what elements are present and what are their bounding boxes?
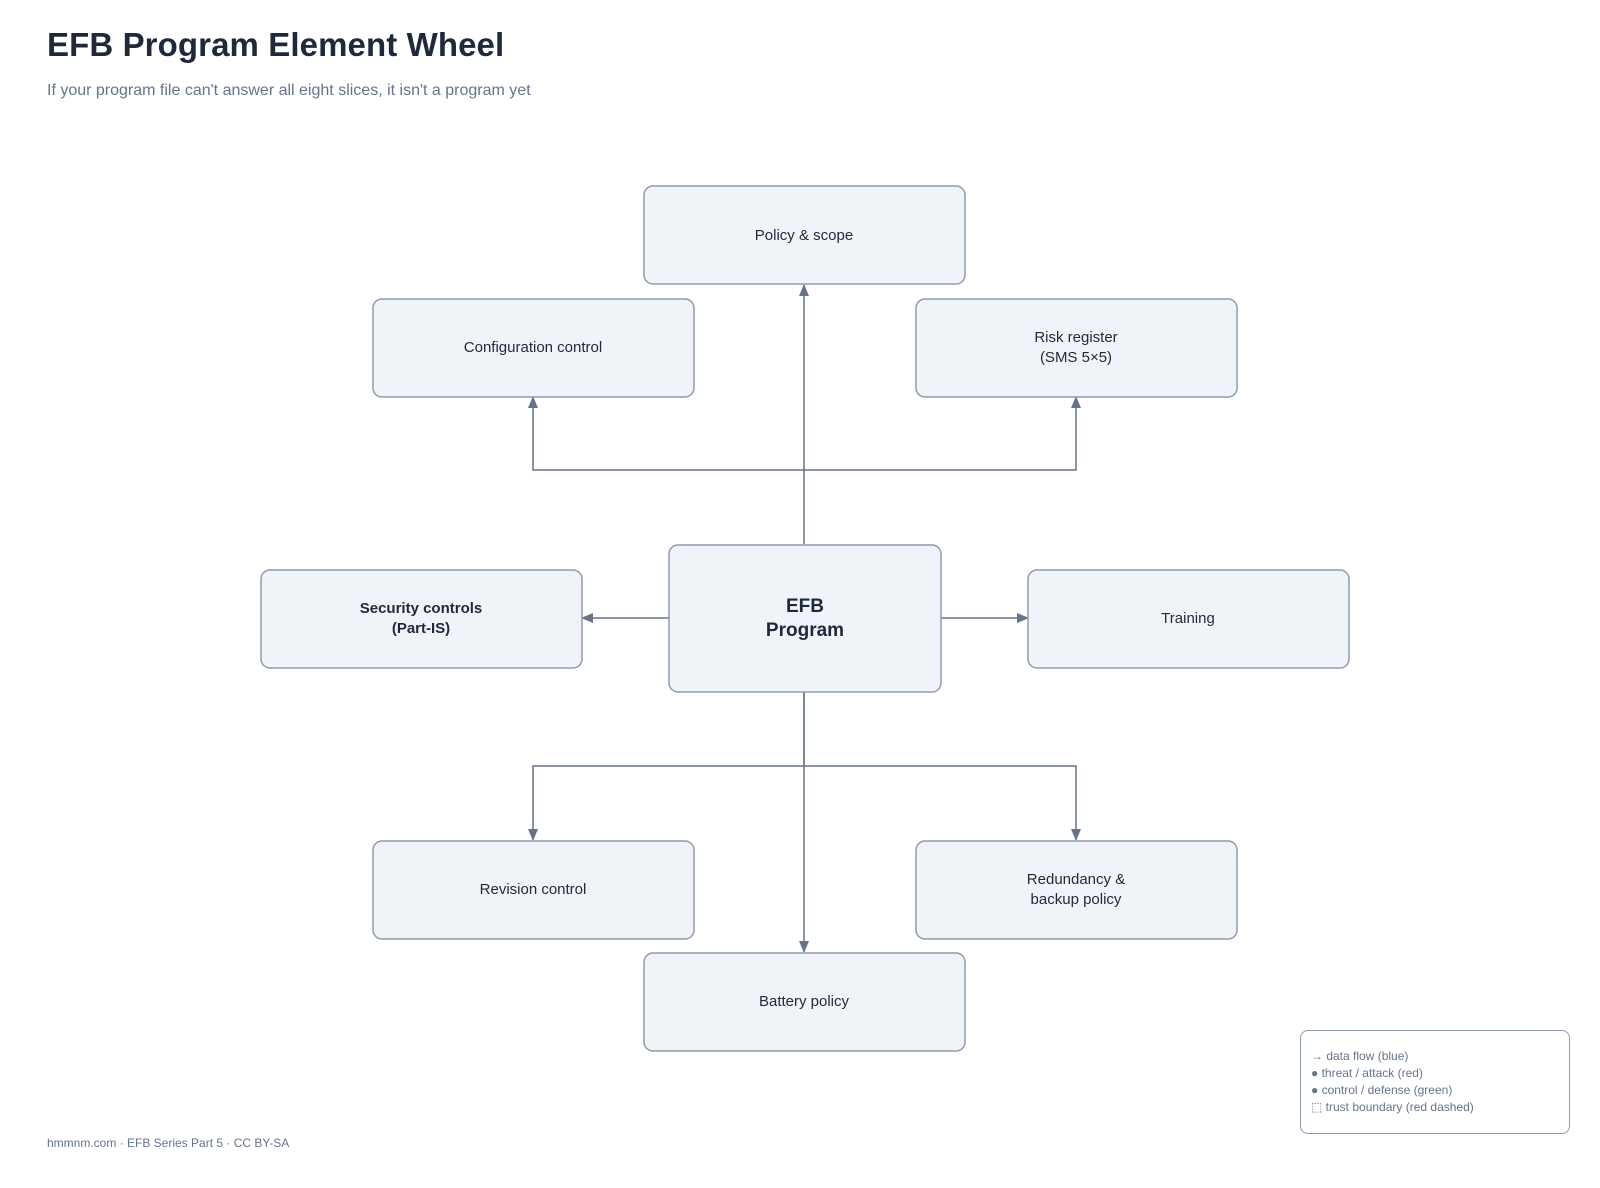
node-policy-scope-label: Policy & scope — [755, 227, 853, 244]
page-subtitle: If your program file can't answer all ei… — [47, 82, 531, 99]
node-security-controls: Security controls (Part-IS) — [260, 569, 583, 669]
node-revision-control: Revision control — [372, 840, 695, 940]
node-risk-register-label: Risk register — [1034, 329, 1117, 346]
node-security-controls-sublabel: (Part-IS) — [392, 620, 450, 637]
node-efb-program-label: EFB — [786, 596, 824, 617]
node-training-label: Training — [1161, 610, 1215, 627]
edges — [528, 284, 1081, 953]
legend-item-trust-boundary: ⬚ trust boundary (red dashed) — [1311, 1100, 1474, 1114]
node-risk-register: Risk register (SMS 5×5) — [915, 298, 1238, 398]
node-redundancy-backup-sublabel: backup policy — [1031, 891, 1122, 908]
edge-to-risk — [804, 396, 1081, 471]
node-risk-register-sublabel: (SMS 5×5) — [1040, 349, 1112, 366]
edge-to-revision — [528, 692, 805, 841]
node-redundancy-backup: Redundancy & backup policy — [915, 840, 1238, 940]
legend: → data flow (blue) ● threat / attack (re… — [1300, 1030, 1570, 1134]
edge-to-redundancy — [804, 765, 1081, 841]
node-policy-scope: Policy & scope — [643, 185, 966, 285]
node-configuration-control-label: Configuration control — [464, 339, 602, 356]
node-configuration-control: Configuration control — [372, 298, 695, 398]
page-title: EFB Program Element Wheel — [47, 26, 505, 63]
node-training: Training — [1027, 569, 1350, 669]
legend-item-control: ● control / defense (green) — [1311, 1083, 1453, 1097]
node-battery-policy: Battery policy — [643, 952, 966, 1052]
edge-to-config — [528, 396, 804, 471]
legend-item-threat: ● threat / attack (red) — [1311, 1066, 1423, 1080]
node-efb-program: EFB Program — [668, 544, 942, 693]
footer-credit: hmmnm.com · EFB Series Part 5 · CC BY-SA — [47, 1136, 290, 1150]
legend-item-data-flow: → data flow (blue) — [1311, 1049, 1409, 1063]
node-redundancy-backup-label: Redundancy & — [1027, 871, 1125, 888]
node-revision-control-label: Revision control — [480, 881, 587, 898]
node-security-controls-label: Security controls — [360, 600, 483, 617]
node-efb-program-sublabel: Program — [766, 620, 844, 641]
node-battery-policy-label: Battery policy — [759, 993, 850, 1010]
